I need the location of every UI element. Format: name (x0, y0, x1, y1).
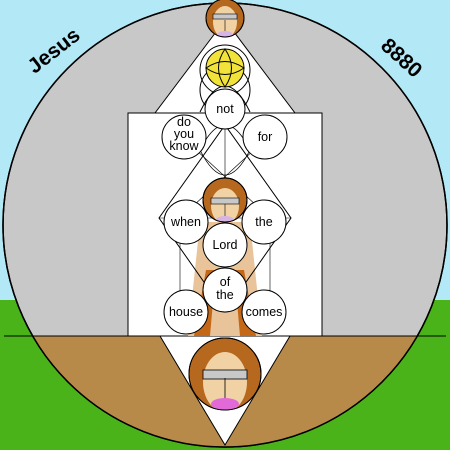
word-circle-lower-right: comes (241, 289, 287, 335)
word-for: for (258, 130, 273, 144)
word-circle-upper-right: for (242, 114, 288, 160)
word-comes: comes (246, 305, 283, 319)
word-circle-top: not (204, 88, 246, 130)
word-circle-lower-center: of the (202, 267, 248, 313)
top-face-icon (205, 0, 245, 38)
bottom-face-icon (188, 337, 262, 411)
word-circle-upper-left: do you know (161, 114, 207, 160)
word-circle-mid-right: the (241, 199, 287, 245)
word-know: know (169, 139, 199, 153)
word-lord: Lord (212, 238, 237, 252)
yellow-halo (205, 48, 245, 88)
middle-face-icon (202, 177, 248, 223)
word-circle-lower-left: house (163, 289, 209, 335)
word-you: you (174, 127, 194, 141)
word-the-lower: the (216, 288, 233, 302)
word-circle-mid-left: when (163, 199, 209, 245)
word-of: of (220, 275, 231, 289)
word-do: do (177, 115, 191, 129)
word-the: the (255, 215, 272, 229)
word-house: house (169, 305, 203, 319)
word-when: when (170, 215, 201, 229)
word-circle-center: Lord (202, 222, 248, 268)
word-not: not (216, 102, 234, 116)
